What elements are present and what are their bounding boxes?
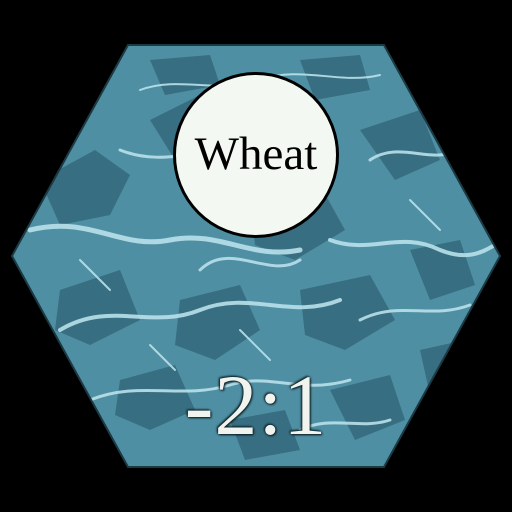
resource-badge: Wheat [173,72,339,238]
trade-ratio-label: -2:1 [184,357,328,453]
resource-label: Wheat [194,127,318,180]
